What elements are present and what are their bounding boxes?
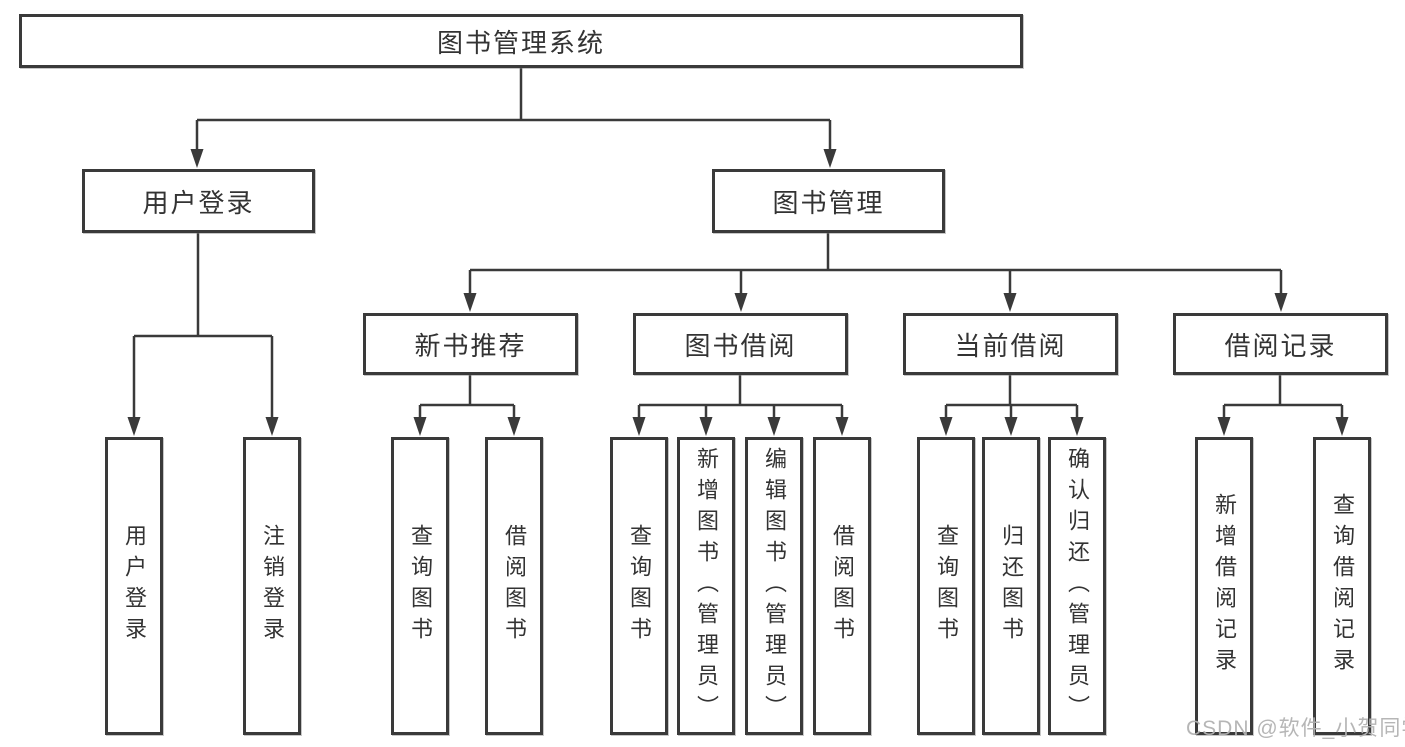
leaf-label: 确认归还（管理员） <box>1065 446 1090 726</box>
leaf-query-books-current: 查询图书 <box>917 437 975 735</box>
leaf-borrow-books-borrowing: 借阅图书 <box>813 437 871 735</box>
leaf-confirm-return-admin: 确认归还（管理员） <box>1048 437 1106 735</box>
arrowhead-icon <box>1003 293 1017 312</box>
node-label: 新书推荐 <box>414 330 527 361</box>
leaf-label: 新增借阅记录 <box>1212 493 1237 679</box>
node-borrowing-records: 借阅记录 <box>1173 313 1388 375</box>
arrowhead-icon <box>413 417 427 436</box>
arrowhead-icon <box>1070 417 1084 436</box>
node-label: 当前借阅 <box>954 330 1067 361</box>
node-user-login: 用户登录 <box>82 169 315 233</box>
node-label: 图书借阅 <box>684 330 797 361</box>
arrowhead-icon <box>1274 293 1288 312</box>
leaf-edit-books-admin: 编辑图书（管理员） <box>745 437 803 735</box>
arrowhead-icon <box>1335 417 1349 436</box>
leaf-label: 查询图书 <box>627 524 652 648</box>
node-label: 图书管理系统 <box>436 27 605 58</box>
arrowhead-icon <box>1217 417 1231 436</box>
node-book-borrowing: 图书借阅 <box>633 313 848 375</box>
node-root-system: 图书管理系统 <box>19 14 1023 68</box>
arrowhead-icon <box>823 149 837 168</box>
arrowhead-icon <box>699 417 713 436</box>
leaf-label: 借阅图书 <box>502 524 527 648</box>
arrowhead-icon <box>463 293 477 312</box>
arrowhead-icon <box>835 417 849 436</box>
leaf-logout: 注销登录 <box>243 437 301 735</box>
arrowhead-icon <box>1004 417 1018 436</box>
node-label: 用户登录 <box>142 187 255 218</box>
leaf-query-books-borrowing: 查询图书 <box>610 437 668 735</box>
arrowhead-icon <box>939 417 953 436</box>
arrowhead-icon <box>767 417 781 436</box>
leaf-label: 注销登录 <box>260 524 285 648</box>
leaf-user-login: 用户登录 <box>105 437 163 735</box>
leaf-add-borrow-record: 新增借阅记录 <box>1195 437 1253 735</box>
leaf-query-borrow-record: 查询借阅记录 <box>1313 437 1371 735</box>
leaf-return-books: 归还图书 <box>982 437 1040 735</box>
leaf-label: 查询图书 <box>934 524 959 648</box>
arrowhead-icon <box>507 417 521 436</box>
node-current-borrowing: 当前借阅 <box>903 313 1118 375</box>
connector-root-to-level2 <box>195 68 832 152</box>
arrowhead-icon <box>734 293 748 312</box>
leaf-label: 编辑图书（管理员） <box>762 446 787 726</box>
csdn-watermark: CSDN @软件_小贺同学 <box>1186 717 1405 740</box>
arrowhead-icon <box>632 417 646 436</box>
leaf-query-books-recommend: 查询图书 <box>391 437 449 735</box>
connector-borrowing-records-to-leaves <box>1222 375 1344 420</box>
node-book-management: 图书管理 <box>712 169 945 233</box>
leaf-label: 归还图书 <box>999 524 1024 648</box>
node-label: 图书管理 <box>772 187 885 218</box>
leaf-label: 新增图书（管理员） <box>694 446 719 726</box>
connector-book-borrowing-to-leaves <box>637 375 844 420</box>
leaf-label: 借阅图书 <box>830 524 855 648</box>
leaf-add-books-admin: 新增图书（管理员） <box>677 437 735 735</box>
node-new-book-recommendation: 新书推荐 <box>363 313 578 375</box>
connector-book-management-to-level3 <box>468 233 1283 296</box>
leaf-label: 用户登录 <box>122 524 147 648</box>
leaf-borrow-books-recommend: 借阅图书 <box>485 437 543 735</box>
connector-user-login-to-leaves <box>132 233 274 420</box>
arrowhead-icon <box>127 417 141 436</box>
leaf-label: 查询图书 <box>408 524 433 648</box>
node-label: 借阅记录 <box>1224 330 1337 361</box>
arrowhead-icon <box>190 149 204 168</box>
arrowhead-icon <box>265 417 279 436</box>
connector-new-book-recommendation-to-leaves <box>418 375 516 420</box>
leaf-label: 查询借阅记录 <box>1330 493 1355 679</box>
connector-current-borrowing-to-leaves <box>944 375 1079 420</box>
